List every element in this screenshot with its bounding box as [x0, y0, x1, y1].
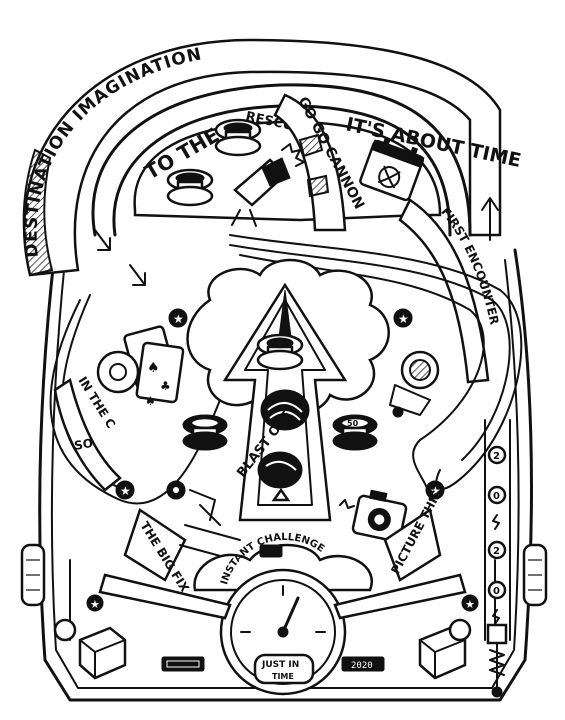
so-label: SO — [73, 436, 94, 453]
record-disc — [96, 350, 140, 394]
blast-off-area: BLAST OFF — [186, 258, 390, 522]
spinner-left — [166, 168, 214, 207]
spinner-left-bumper — [182, 414, 228, 451]
bottom-panel: 2020 — [53, 618, 472, 680]
svg-text:JUST IN: JUST IN — [261, 660, 299, 670]
svg-text:♠: ♠ — [145, 394, 156, 408]
robot-gadget — [389, 350, 440, 418]
display-right — [341, 656, 385, 672]
plunger-lane: 2 0 2 0 — [484, 419, 511, 698]
pop-bumper-center — [260, 389, 310, 431]
svg-text:★: ★ — [173, 312, 184, 326]
svg-text:★: ★ — [465, 598, 475, 611]
svg-text:2: 2 — [493, 451, 500, 462]
star-icon: ★ — [168, 308, 188, 328]
star-icon: ★ — [393, 308, 413, 328]
svg-text:♠: ♠ — [147, 360, 160, 376]
star-icon: ★ — [115, 480, 135, 500]
svg-text:★: ★ — [430, 484, 441, 498]
svg-text:TIME: TIME — [272, 672, 294, 681]
svg-text:♣: ♣ — [160, 379, 171, 393]
star-icon: ★ — [425, 480, 445, 500]
year-digits: 2 0 2 0 — [487, 445, 507, 600]
svg-text:0: 0 — [493, 586, 500, 597]
star-icons: ★ ★ ★ ★ ★ ★ — [86, 308, 479, 612]
star-icon: ★ — [461, 594, 479, 612]
plunger-icon — [486, 623, 508, 698]
flipper-left — [98, 573, 232, 620]
star-icon: ★ — [86, 594, 104, 612]
flipper-right — [333, 573, 467, 620]
svg-text:★: ★ — [120, 484, 131, 498]
display-left — [161, 656, 205, 672]
svg-text:50: 50 — [347, 419, 359, 428]
sparkle-icon — [339, 499, 355, 509]
cube-left — [78, 626, 127, 680]
pop-bumper-lower — [257, 451, 303, 502]
svg-text:0: 0 — [493, 491, 500, 502]
just-in-time-badge: JUST IN TIME — [253, 653, 315, 685]
svg-text:2020: 2020 — [351, 661, 373, 671]
calendar-icon — [359, 136, 425, 202]
lane-arrows — [94, 229, 146, 286]
spinner-center — [256, 333, 304, 371]
svg-text:2: 2 — [493, 546, 500, 557]
camera-icon — [351, 489, 408, 543]
cannon-character — [231, 143, 305, 227]
spinner-top — [214, 118, 262, 157]
svg-text:★: ★ — [90, 598, 100, 611]
svg-text:★: ★ — [398, 312, 409, 326]
spinner-right-bumper: 50 — [332, 414, 378, 451]
gear-icon — [166, 480, 186, 500]
instant-challenge-area: INSTANT CHALLENGE JUST IN TIME — [193, 532, 373, 696]
